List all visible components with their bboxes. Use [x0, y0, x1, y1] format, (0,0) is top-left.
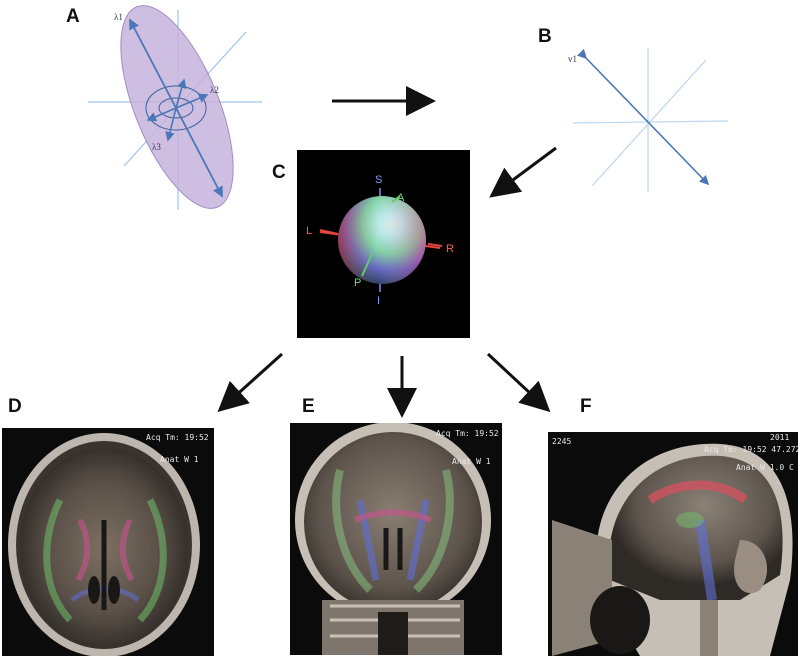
coronal-fiber-right: [413, 469, 454, 593]
axial-ventricle-right: [108, 576, 120, 604]
panel-b-label: B: [538, 26, 552, 47]
left-label: L: [306, 225, 312, 237]
panel-c-label: C: [272, 162, 286, 183]
panel-e-label: E: [302, 396, 315, 417]
panel-b: B v1: [538, 26, 729, 192]
superior-label: S: [375, 174, 382, 186]
lambda2-label: λ2: [210, 85, 219, 95]
sagittal-thalamus: [676, 512, 704, 528]
panel-d-label: D: [8, 396, 22, 417]
right-label: R: [446, 243, 454, 255]
lambda1-arrow-opposite: [175, 107, 223, 198]
lambda1-arrow: [129, 18, 177, 109]
inner-core-ellipse: [158, 97, 194, 119]
l-axis-tip: [319, 229, 339, 235]
axial-fiber-internal-right: [119, 518, 135, 582]
lambda1-label: λ1: [114, 12, 123, 22]
panel-a-label: A: [66, 6, 80, 27]
lambda2-arrow-opposite: [146, 107, 177, 122]
coronal-tract-left: [356, 499, 380, 581]
axial-fiber-left: [43, 498, 73, 623]
coronal-anat: Anat W 1: [452, 457, 491, 466]
sagittal-spinal-cord: [700, 600, 718, 656]
sagittal-acq-time: Acq Tm: 19:52 47.2725: [704, 445, 800, 454]
panel-f-label: F: [580, 396, 592, 417]
sagittal-cerebellum: [734, 540, 768, 594]
axial-fiber-internal-left: [75, 518, 91, 582]
coronal-brain: [304, 432, 482, 612]
orientation-sphere-tint: [338, 196, 426, 284]
lambda3-label: λ3: [152, 142, 161, 152]
panel-a: A λ1 λ2 λ3: [66, 5, 262, 210]
ap-axis-posterior: [361, 253, 373, 277]
sagittal-brainstem-tract: [695, 519, 717, 601]
arrow-c-to-d: [217, 352, 284, 413]
coronal-acq-time: Acq Tm: 19:52: [436, 429, 499, 438]
inferior-label: I: [377, 295, 380, 307]
sagittal-airway: [590, 586, 650, 654]
panel-c: C S A L R P I: [272, 150, 470, 338]
posterior-label: P: [354, 277, 361, 289]
anterior-label: A: [397, 192, 405, 204]
coronal-oral-cavity: [378, 612, 408, 655]
axial-anat: Anat W 1: [160, 455, 199, 464]
axial-acq-time: Acq Tm: 19:52: [146, 433, 209, 442]
lambda3-arrow-opposite: [175, 78, 187, 109]
sagittal-top-right: 2011: [770, 433, 789, 442]
v1-vector: [576, 48, 710, 186]
coronal-ventricles: [383, 528, 403, 570]
axial-fiber-right: [137, 498, 167, 623]
axial-ventricle-left: [88, 576, 100, 604]
coronal-callosum: [353, 509, 433, 523]
ap-axis-anterior: [391, 195, 401, 203]
r-axis-tip: [427, 243, 443, 247]
panel-d: D Acq Tm: 19:52 Anat W 1: [2, 396, 214, 656]
coronal-fiber-left: [332, 469, 373, 593]
sagittal-corpus-callosum: [647, 480, 748, 504]
sagittal-top-left: 2245: [552, 437, 571, 446]
panel-e: E Acq Tm: 19:52 Anat W 1: [290, 396, 502, 655]
arrow-b-to-c: [489, 146, 557, 198]
arrow-c-to-f: [486, 352, 551, 413]
lambda3-arrow: [165, 107, 177, 142]
coronal-tract-right: [406, 499, 430, 581]
lambda2-arrow: [175, 93, 209, 109]
inner-cross-section: [145, 85, 207, 131]
v1-label: v1: [568, 54, 577, 64]
sagittal-anat: Anat W 1.0 C: [736, 463, 794, 472]
panel-f: F 2245 2011 Acq Tm: 19:52 47.2725 Anat W…: [548, 396, 800, 656]
